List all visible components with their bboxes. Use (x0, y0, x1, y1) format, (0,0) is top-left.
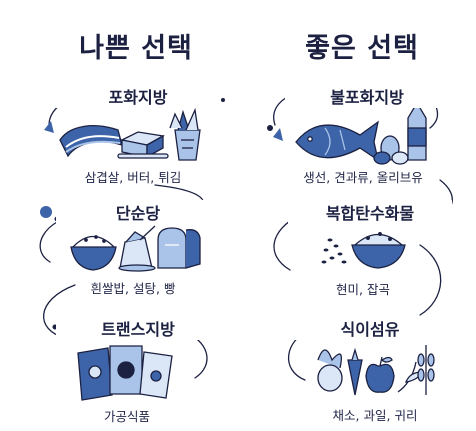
section-heading-simple-sugar: 단순당 (56, 200, 220, 224)
section-heading-trans-fat: 트랜스지방 (56, 316, 220, 340)
section-caption: 채소, 과일, 귀리 (332, 408, 418, 423)
snack-bag-icon (77, 345, 173, 401)
good-choice-title: 좋은 선택 (305, 33, 419, 64)
section-caption: 현미, 잡곡 (336, 282, 390, 297)
grains-icon (321, 238, 347, 264)
bad-choice-title: 나쁜 선택 (79, 33, 193, 64)
olive-oil-bottle-icon (407, 89, 427, 161)
triangle-icon (44, 121, 54, 133)
fried-food-icon (169, 107, 201, 161)
bacon-icon (59, 125, 123, 158)
nuts-icon (373, 135, 409, 165)
section-caption: 가공식품 (103, 409, 150, 424)
apple-icon (365, 356, 395, 393)
sugar-bag-icon (118, 225, 156, 272)
section-heading-saturated-fat: 포화지방 (56, 84, 220, 108)
fish-icon (295, 120, 379, 162)
section-heading-unsaturated-fat: 불포화지방 (285, 84, 449, 108)
section-caption: 흰쌀밥, 설탕, 빵 (90, 281, 176, 296)
brown-rice-bowl-icon (351, 232, 406, 269)
rice-bowl-icon (70, 235, 117, 271)
oat-icon (397, 345, 435, 395)
bread-icon (157, 227, 201, 269)
butter-icon (117, 131, 169, 159)
section-heading-complex-carbs: 복합탄수화물 (288, 200, 452, 224)
section-caption: 삼겹살, 버터, 튀김 (84, 170, 182, 185)
section-heading-dietary-fiber: 식이섬유 (288, 316, 452, 340)
vegetables-icon (317, 347, 363, 396)
section-caption: 생선, 견과류, 올리브유 (303, 170, 423, 185)
